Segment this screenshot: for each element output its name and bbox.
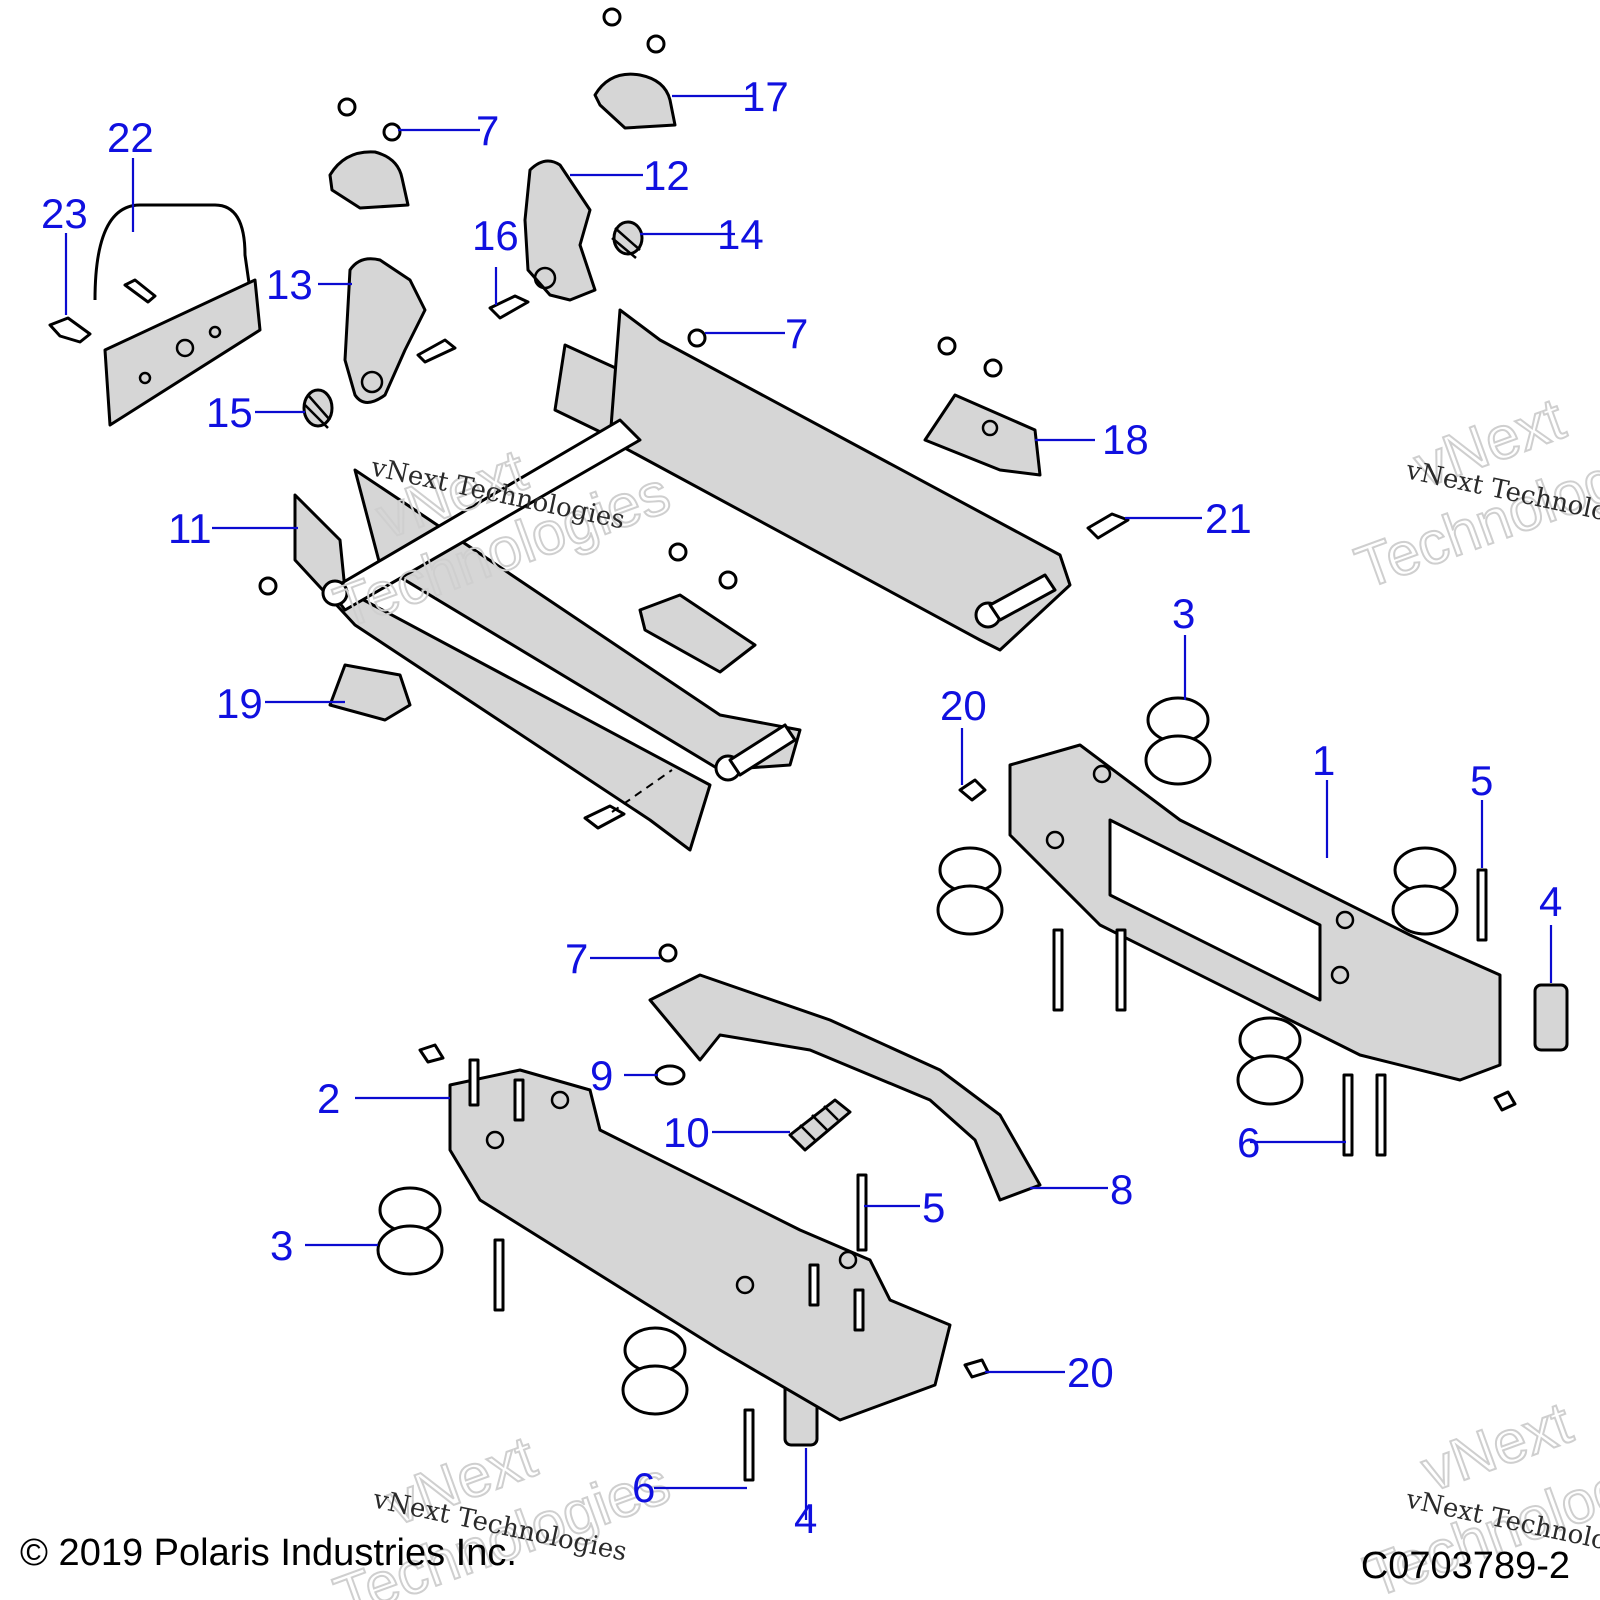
callout-6-right: 6 bbox=[1237, 1119, 1260, 1166]
callout-19: 19 bbox=[216, 680, 263, 727]
callout-22: 22 bbox=[107, 114, 154, 161]
part-2-seat-frame-left bbox=[448, 1058, 952, 1422]
callout-9: 9 bbox=[590, 1052, 613, 1099]
callout-leaders bbox=[64, 94, 1553, 1520]
callout-7-middle: 7 bbox=[785, 310, 808, 357]
callout-5-lower: 5 bbox=[922, 1184, 945, 1231]
part-13-latch bbox=[343, 257, 457, 404]
callout-5-upper: 5 bbox=[1470, 757, 1493, 804]
callout-11: 11 bbox=[168, 505, 212, 552]
callout-14: 14 bbox=[717, 211, 764, 258]
callout-20-lower: 20 bbox=[1067, 1349, 1114, 1396]
callout-12: 12 bbox=[643, 152, 690, 199]
callout-8: 8 bbox=[1110, 1166, 1133, 1213]
part-18-bracket bbox=[923, 393, 1042, 477]
part-bolt-with-dashed-line bbox=[583, 769, 673, 830]
part-12-latch bbox=[523, 159, 597, 302]
part-15-spring bbox=[302, 388, 334, 429]
callout-labels: 1 2 3 3 4 4 5 5 6 6 7 7 7 8 9 10 11 12 1… bbox=[41, 73, 1562, 1542]
part-9-washer bbox=[654, 1064, 686, 1086]
part-14-spring bbox=[611, 220, 644, 259]
part-11-seat-rail-assembly bbox=[293, 308, 1072, 852]
diagram-code: C0703789-2 bbox=[1360, 1545, 1570, 1587]
part-23-bolt bbox=[48, 278, 157, 344]
callout-18: 18 bbox=[1102, 416, 1149, 463]
callout-10: 10 bbox=[663, 1109, 710, 1156]
part-8-release-lever bbox=[648, 973, 1042, 1202]
callout-21: 21 bbox=[1205, 495, 1252, 542]
callout-2: 2 bbox=[317, 1075, 340, 1122]
callout-1: 1 bbox=[1312, 737, 1335, 784]
callout-23: 23 bbox=[41, 190, 88, 237]
copyright-text: © 2019 Polaris Industries Inc. bbox=[20, 1532, 517, 1574]
part-17-clamp bbox=[593, 72, 677, 130]
part-3-rollers bbox=[376, 696, 1459, 1416]
part-21-bolt bbox=[1086, 512, 1130, 540]
callout-6-bottom: 6 bbox=[632, 1464, 655, 1511]
callout-3-upper: 3 bbox=[1172, 590, 1195, 637]
part-19-bracket bbox=[328, 663, 412, 722]
callout-20-upper: 20 bbox=[940, 682, 987, 729]
part-16-bolt bbox=[488, 294, 530, 320]
part-clamp-small bbox=[328, 150, 410, 210]
part-10-spring bbox=[788, 1098, 852, 1152]
part-bracket-center bbox=[638, 593, 757, 674]
callout-4-bottom: 4 bbox=[794, 1495, 817, 1542]
watermark-lower-center: vNext Technologies bbox=[325, 1422, 679, 1600]
callout-7-top: 7 bbox=[476, 107, 499, 154]
callout-7-lower: 7 bbox=[565, 935, 588, 982]
callout-13: 13 bbox=[266, 261, 313, 308]
callout-4-right: 4 bbox=[1539, 878, 1562, 925]
callout-15: 15 bbox=[206, 389, 253, 436]
part-1-seat-frame-right bbox=[1008, 743, 1502, 1082]
part-20-bolts bbox=[418, 778, 1517, 1379]
callout-16: 16 bbox=[472, 212, 519, 259]
part-7-nuts bbox=[258, 7, 1003, 963]
callout-3-lower: 3 bbox=[270, 1222, 293, 1269]
callout-17: 17 bbox=[742, 73, 789, 120]
part-5-6-bolts bbox=[493, 868, 1488, 1482]
